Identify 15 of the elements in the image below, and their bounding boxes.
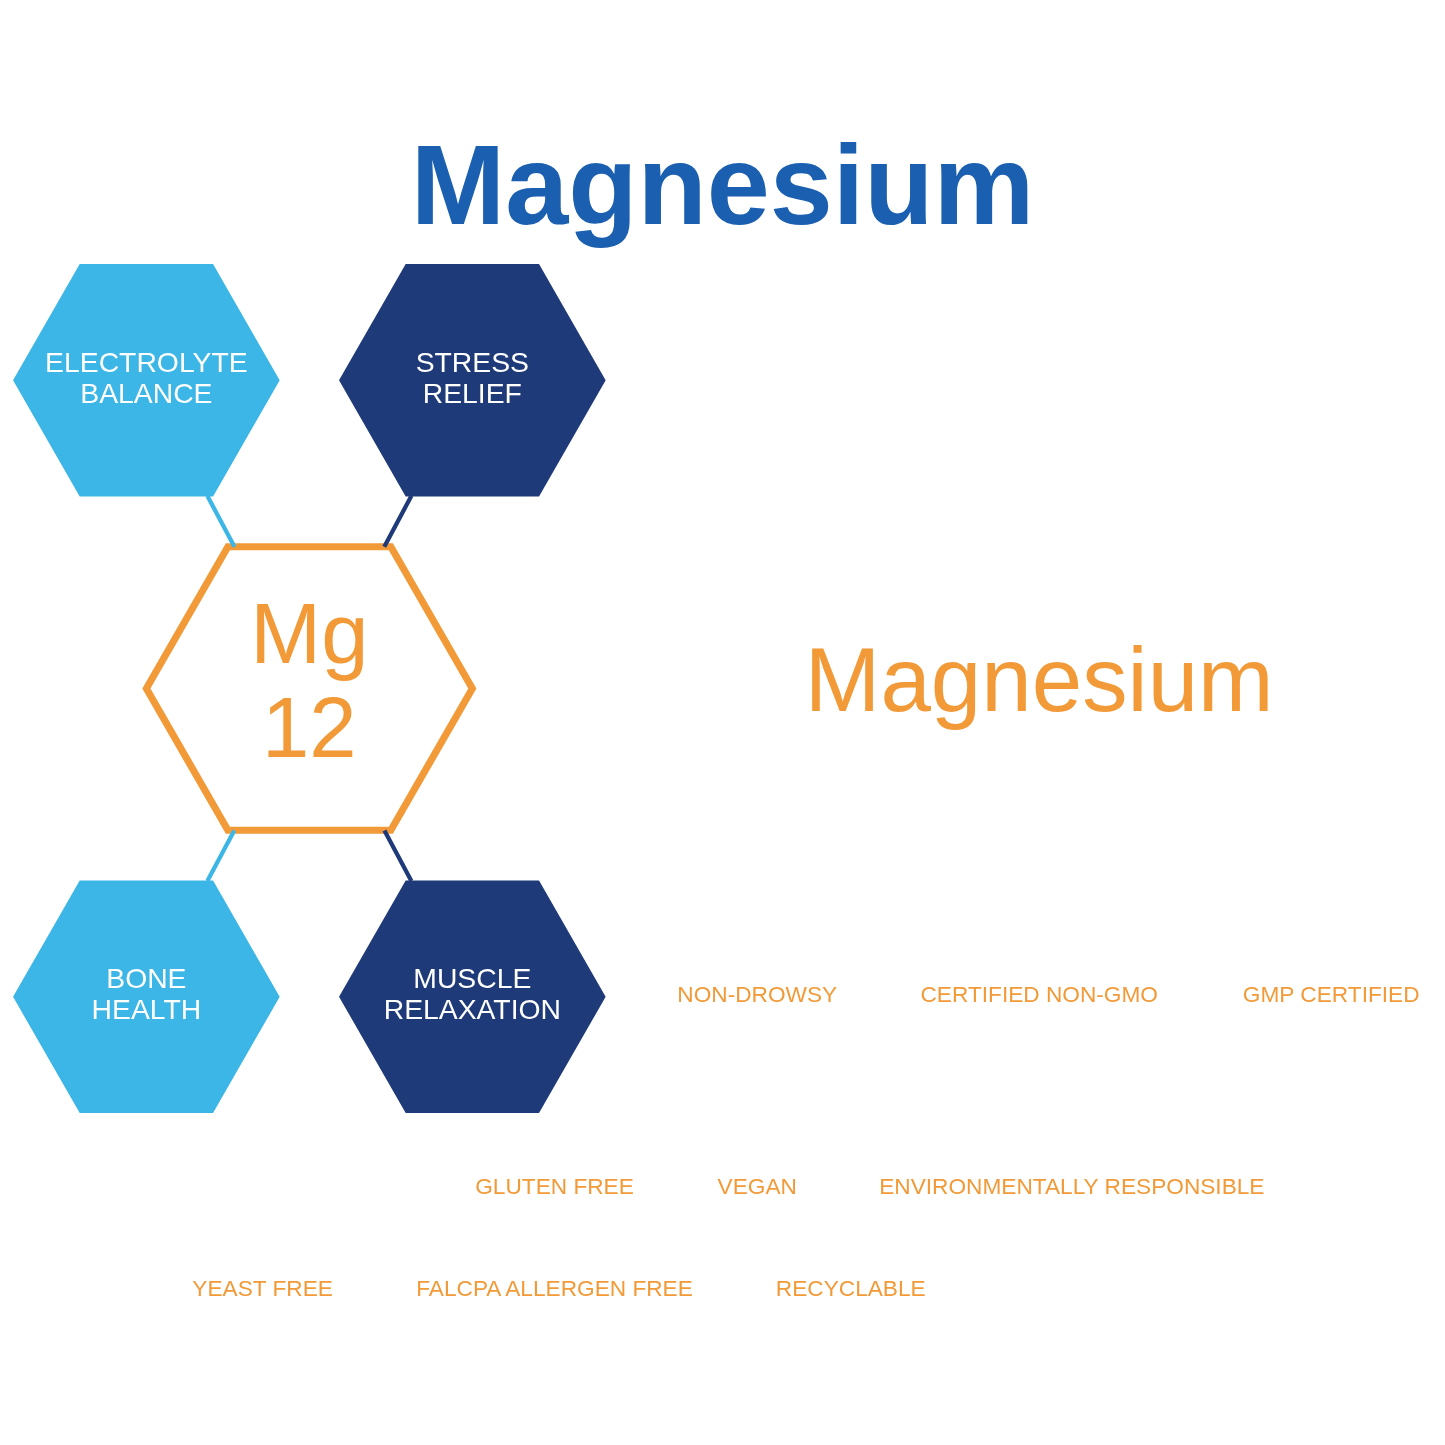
label: CERTIFIED NON-GMO bbox=[920, 981, 1158, 1008]
diagram-title: Magnesium bbox=[410, 120, 1035, 248]
connector bbox=[382, 829, 414, 883]
label: Magnesium bbox=[804, 629, 1274, 731]
label: VEGAN bbox=[717, 1173, 797, 1200]
connector bbox=[382, 494, 414, 548]
label: YEAST FREE bbox=[192, 1275, 333, 1302]
label: FALCPA ALLERGEN FREE bbox=[416, 1275, 693, 1302]
connector bbox=[205, 494, 237, 548]
label: GMP CERTIFIED bbox=[1242, 981, 1420, 1008]
label: GLUTEN FREE bbox=[475, 1173, 634, 1200]
label: ENVIRONMENTALLY RESPONSIBLE bbox=[879, 1173, 1265, 1200]
connector bbox=[205, 829, 237, 883]
label: NON-DROWSY bbox=[677, 981, 838, 1008]
label: RECYCLABLE bbox=[775, 1275, 926, 1302]
